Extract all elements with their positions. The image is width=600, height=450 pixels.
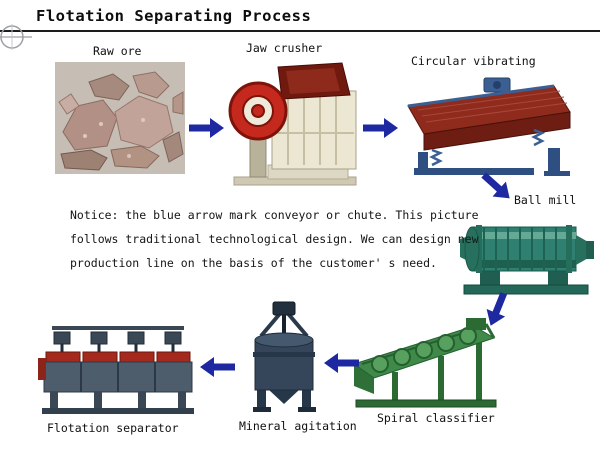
arrow-raw-ore-to-jaw-crusher-icon [189, 117, 225, 139]
title-underline [0, 30, 600, 32]
registration-mark-icon [0, 22, 36, 56]
mineral-agitation-label: Mineral agitation [239, 419, 357, 433]
raw-ore-image [55, 62, 185, 174]
notice-line-3: production line on the basis of the cust… [70, 256, 437, 270]
circular-vibrating-screen-image [398, 72, 582, 178]
ball-mill-image [458, 205, 595, 300]
arrow-ball-mill-to-spiral-classifier-icon [480, 289, 514, 331]
circular-vibrating-label: Circular vibrating [411, 54, 536, 68]
notice-line-2: follows traditional technological design… [70, 232, 479, 246]
arrow-agitation-to-flotation-icon [199, 356, 235, 378]
notice-text: Notice: the blue arrow mark conveyor or … [70, 203, 479, 275]
spiral-classifier-label: Spiral classifier [377, 411, 495, 425]
mineral-agitation-image [243, 300, 328, 413]
arrow-screen-to-ball-mill-icon [476, 167, 517, 207]
notice-line-1: Notice: the blue arrow mark conveyor or … [70, 208, 479, 222]
flotation-separator-label: Flotation separator [47, 421, 179, 435]
spiral-classifier-image [348, 312, 502, 412]
jaw-crusher-image [228, 55, 362, 188]
arrow-jaw-crusher-to-screen-icon [363, 117, 399, 139]
page-title: Flotation Separating Process [36, 7, 312, 25]
ball-mill-label: Ball mill [514, 193, 577, 207]
arrow-spiral-classifier-to-agitation-icon [323, 352, 359, 374]
jaw-crusher-label: Jaw crusher [246, 41, 323, 55]
flotation-separator-image [38, 318, 198, 418]
raw-ore-label: Raw ore [93, 44, 142, 58]
